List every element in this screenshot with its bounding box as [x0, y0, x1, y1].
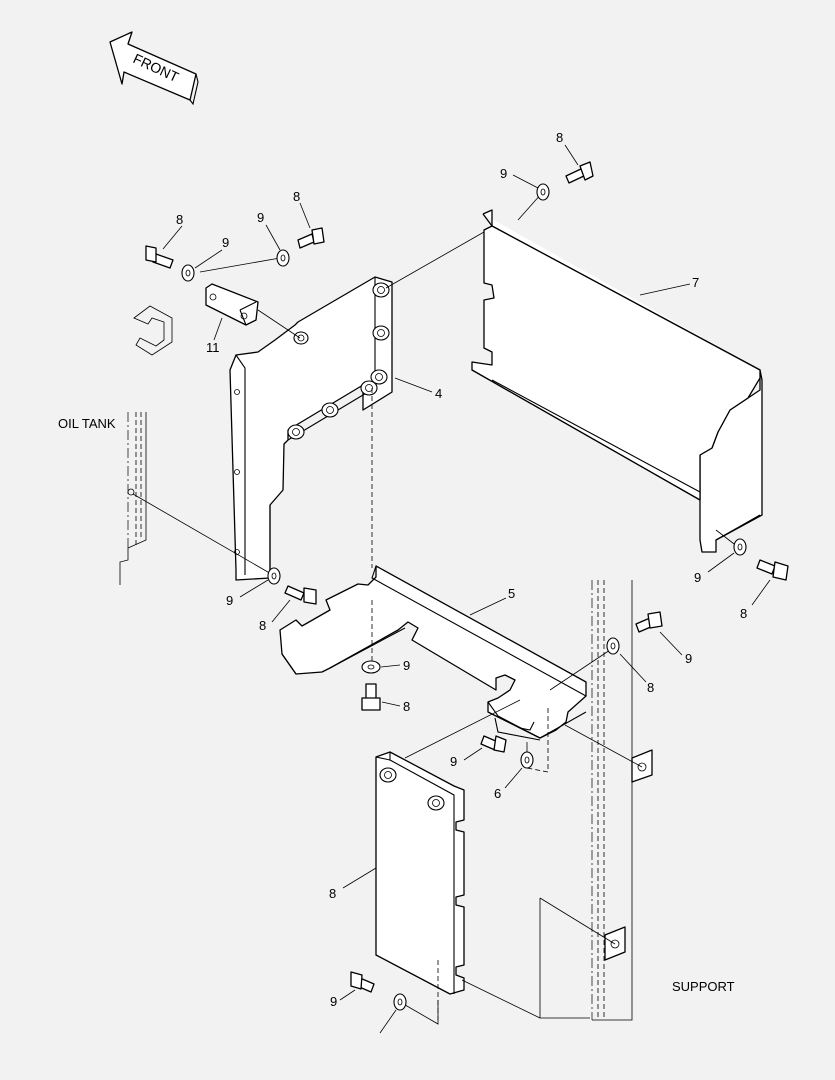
- nut-6b: [427, 795, 445, 811]
- callout-4: 4: [435, 386, 442, 401]
- part-6-panel: [375, 751, 465, 1020]
- washer-9-top-right: [536, 183, 550, 201]
- washer-9-tray-right: [606, 637, 620, 655]
- bolt-8-center: [361, 683, 381, 711]
- callout-8: 9: [330, 994, 337, 1009]
- bolt-8-top-left: [145, 245, 174, 269]
- callout-9: 9: [222, 235, 229, 250]
- callout-5: 5: [508, 586, 515, 601]
- callout-9: 9: [226, 593, 233, 608]
- nut-4e: [321, 402, 339, 418]
- oil-tank-ref: OIL TANK: [58, 412, 147, 585]
- support-bracket-upper: [631, 749, 653, 783]
- nut-4a: [372, 282, 390, 298]
- oil-tank-label: OIL TANK: [58, 416, 116, 431]
- part-5-tray: [279, 565, 587, 741]
- bolt-8-tray-front: [480, 735, 507, 753]
- washer-9-bottom: [393, 993, 407, 1011]
- washer-9-center: [361, 660, 381, 674]
- nut-4f: [287, 424, 305, 440]
- callout-9: 9: [403, 658, 410, 673]
- callout-9: 9: [500, 166, 507, 181]
- nut-4g: [293, 331, 309, 345]
- callouts: 8 9 8 9 9 8 7 11 4 9 8 5 9 8 9 8 9 8 9 6…: [176, 130, 747, 1009]
- part-7-cover: [471, 209, 763, 553]
- part-4-bracket: [229, 276, 393, 581]
- washer-9-left: [267, 567, 281, 585]
- bolt-8-right: [756, 559, 789, 581]
- callout-9: 9: [694, 570, 701, 585]
- part-11-bracket: [133, 283, 259, 356]
- bolt-8-tray-right: [635, 611, 663, 633]
- callout-8: 8: [259, 618, 266, 633]
- oil-tank-hole: [127, 488, 135, 496]
- callout-9: 6: [494, 786, 501, 801]
- callout-6: 8: [329, 886, 336, 901]
- bolt-8-top-mid: [297, 227, 325, 249]
- leader-lines: [162, 144, 771, 1034]
- assembly-lines: [132, 192, 739, 1025]
- callout-8: 9: [450, 754, 457, 769]
- bolt-8-left: [284, 585, 317, 605]
- support-label: SUPPORT: [672, 979, 735, 994]
- washer-9-tray-front: [520, 751, 534, 769]
- nut-6a: [379, 767, 397, 783]
- bolt-8-top-right: [565, 161, 594, 184]
- washer-9-top-left: [181, 264, 195, 282]
- support-bracket-lower: [604, 926, 626, 961]
- callout-9: 9: [257, 210, 264, 225]
- front-arrow: FRONT: [109, 31, 199, 106]
- callout-8: 8: [176, 212, 183, 227]
- callout-11: 11: [206, 340, 220, 355]
- callout-8: 8: [556, 130, 563, 145]
- callout-8: 8: [740, 606, 747, 621]
- nut-4d: [360, 380, 378, 396]
- nut-4c: [370, 369, 388, 385]
- bolt-8-bottom: [350, 971, 375, 993]
- callout-7: 7: [692, 275, 699, 290]
- washer-9-right: [733, 538, 747, 556]
- callout-8: 8: [293, 189, 300, 204]
- support-ref: SUPPORT: [591, 580, 735, 1021]
- callout-8: 9: [685, 651, 692, 666]
- callout-8: 8: [403, 699, 410, 714]
- fasteners: [145, 161, 789, 1011]
- nut-4b: [372, 325, 390, 341]
- washer-9-top-mid: [276, 249, 290, 267]
- callout-9: 8: [647, 680, 654, 695]
